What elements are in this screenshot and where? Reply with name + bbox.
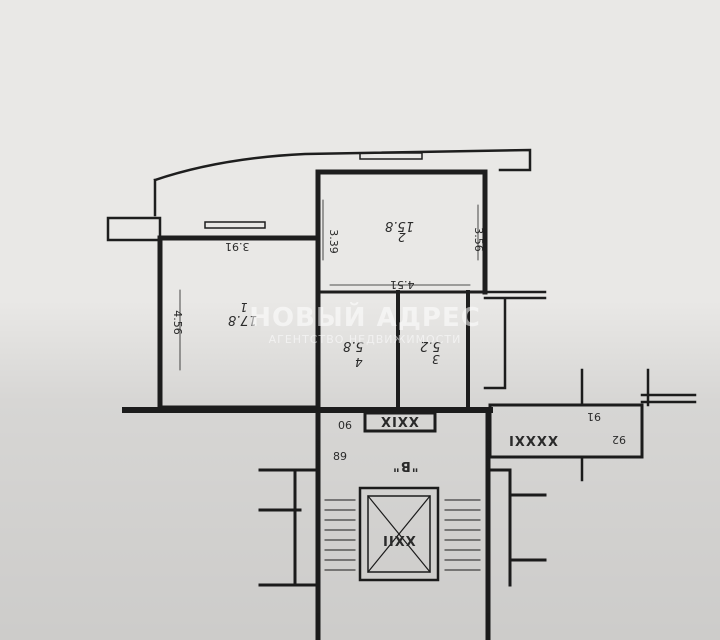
label-xxii: XXII	[382, 532, 416, 547]
core-walls	[315, 407, 491, 640]
label-stair-v: "В"	[392, 458, 419, 473]
lift-cross	[367, 495, 431, 573]
window-top	[359, 152, 423, 160]
room-1-width: 3.91	[225, 240, 250, 253]
room-xxxxi	[488, 403, 644, 459]
room-2-walls	[315, 169, 488, 295]
left-stub	[106, 216, 162, 242]
room-2-length: 3.56	[471, 227, 485, 252]
room-1-area: 17.8	[228, 312, 257, 327]
room-4-number: 4	[355, 355, 363, 369]
lift-car	[367, 495, 431, 573]
corridor-width: 4.51	[390, 278, 415, 291]
room-4-walls	[316, 290, 400, 410]
core-right-stubs	[486, 468, 547, 587]
room-1-length: 4.56	[170, 310, 184, 335]
room-3-area: 5.2	[420, 338, 441, 353]
room-2-width: 3.39	[326, 229, 340, 254]
dim-ticks	[179, 199, 479, 371]
label-xxix: XXIX	[380, 413, 419, 428]
balcony-outline	[153, 148, 532, 217]
dim-92: 92	[612, 433, 626, 446]
room-3-number: 3	[432, 352, 440, 366]
room-2-area: 15.8	[385, 218, 414, 233]
dim-89: 89	[333, 450, 347, 463]
right-ticks	[580, 368, 697, 482]
dim-90: 90	[338, 418, 352, 431]
stair-steps	[324, 499, 481, 571]
lift-shaft	[358, 486, 440, 582]
window-left	[204, 221, 266, 229]
dim-91: 91	[587, 410, 601, 423]
right-arm	[483, 290, 547, 390]
core-left-stubs	[258, 468, 320, 587]
room-4-area: 5.8	[343, 338, 364, 353]
label-xxxxi: XXXXI	[508, 432, 558, 447]
xxix-box	[363, 411, 437, 433]
